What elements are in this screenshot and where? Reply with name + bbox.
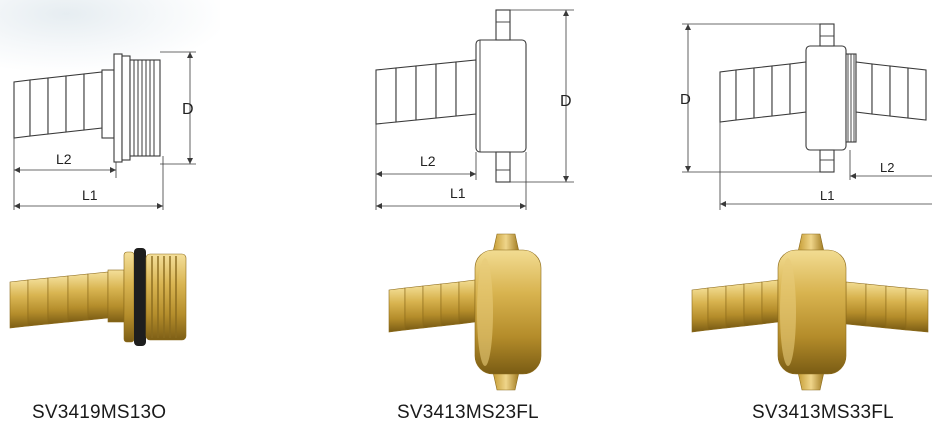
dim-l1-label: L1 — [820, 188, 834, 203]
technical-drawing-2: D L2 L1 — [375, 9, 574, 210]
product-code-2: SV3413MS23FL — [397, 402, 539, 423]
product-photo-2 — [388, 233, 542, 391]
product-code-3: SV3413MS33FL — [752, 402, 894, 423]
dim-l1-label: L1 — [450, 185, 466, 201]
technical-drawing-3: D L2 L1 — [680, 23, 932, 210]
product-photo-3 — [691, 233, 929, 391]
product-photo-1 — [9, 248, 187, 346]
product-code-1: SV3419MS13O — [32, 402, 167, 423]
dim-l2-label: L2 — [420, 153, 436, 169]
dim-l2-label: L2 — [56, 151, 72, 167]
dim-d-label: D — [560, 93, 572, 110]
dim-l1-label: L1 — [82, 187, 98, 203]
dim-l2-label: L2 — [880, 160, 894, 175]
dim-d-label: D — [182, 101, 194, 118]
dim-d-label: D — [680, 91, 691, 108]
technical-drawing-1: D L2 L1 — [13, 51, 196, 210]
background-wash — [0, 0, 220, 70]
